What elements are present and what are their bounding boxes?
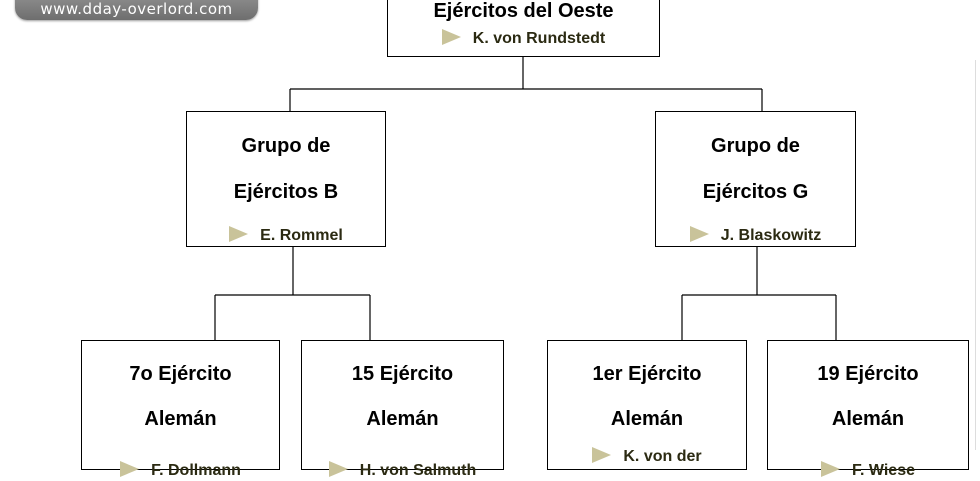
node-title-line1: 19 Ejército bbox=[817, 363, 919, 385]
node-19-ejercito: 19 Ejército Alemán F. Wiese bbox=[767, 340, 969, 479]
commander-row: E. Rommel bbox=[187, 226, 385, 246]
watermark-badge: www.dday-overlord.com bbox=[15, 0, 258, 20]
node-title-line1: 7o Ejército bbox=[129, 363, 232, 385]
pointer-arrow-icon bbox=[328, 461, 348, 477]
commander-name: K. von der bbox=[623, 448, 702, 465]
commander-row: K. von der bbox=[548, 447, 746, 467]
node-grupo-ejercitos-b: Grupo de Ejércitos B E. Rommel bbox=[186, 111, 386, 247]
node-title-line1: 1er Ejército bbox=[592, 363, 702, 385]
node-7o-ejercito: 7o Ejército Alemán F. Dollmann bbox=[81, 340, 280, 479]
commander-name: F. Dollmann bbox=[151, 462, 241, 479]
commander-row: K. von Rundstedt bbox=[388, 29, 659, 49]
commander-row: F. Dollmann bbox=[82, 461, 279, 481]
node-grupo-ejercitos-g: Grupo de Ejércitos G J. Blaskowitz bbox=[655, 111, 856, 247]
pointer-arrow-icon bbox=[821, 461, 840, 477]
commander-name: F. Wiese bbox=[852, 462, 915, 479]
node-title: Ejércitos del Oeste bbox=[433, 0, 614, 22]
node-ejercitos-del-oeste: Ejércitos del Oeste K. von Rundstedt bbox=[387, 0, 660, 57]
pointer-arrow-icon bbox=[229, 226, 249, 242]
node-15-ejercito: 15 Ejército Alemán H. von Salmuth bbox=[301, 340, 504, 479]
node-title-line2: Ejércitos G bbox=[702, 181, 809, 203]
node-title-line1: 15 Ejército bbox=[351, 363, 454, 385]
commander-name: J. Blaskowitz bbox=[720, 227, 822, 244]
commander-name: E. Rommel bbox=[260, 227, 343, 244]
node-title-line2: Alemán bbox=[366, 408, 439, 430]
node-1er-ejercito: 1er Ejército Alemán K. von der bbox=[547, 340, 747, 470]
page-edge-divider bbox=[975, 60, 976, 450]
node-title-line1: Grupo de bbox=[711, 135, 800, 157]
pointer-arrow-icon bbox=[592, 447, 612, 463]
commander-row: J. Blaskowitz bbox=[656, 226, 855, 246]
watermark-text: www.dday-overlord.com bbox=[40, 0, 233, 18]
commander-name: H. von Salmuth bbox=[359, 462, 477, 479]
node-title-line2: Alemán bbox=[831, 408, 905, 430]
commander-row: H. von Salmuth bbox=[302, 461, 503, 481]
pointer-arrow-icon bbox=[441, 29, 461, 45]
node-title-line1: Grupo de bbox=[241, 135, 331, 157]
connector-lines bbox=[214, 57, 837, 340]
commander-row: F. Wiese bbox=[768, 461, 968, 481]
pointer-arrow-icon bbox=[120, 461, 140, 477]
node-title-line2: Alemán bbox=[610, 408, 684, 430]
commander-name: K. von Rundstedt bbox=[472, 30, 606, 47]
node-title-line2: Ejércitos B bbox=[233, 181, 339, 203]
node-title-line2: Alemán bbox=[144, 408, 217, 430]
pointer-arrow-icon bbox=[689, 226, 709, 242]
